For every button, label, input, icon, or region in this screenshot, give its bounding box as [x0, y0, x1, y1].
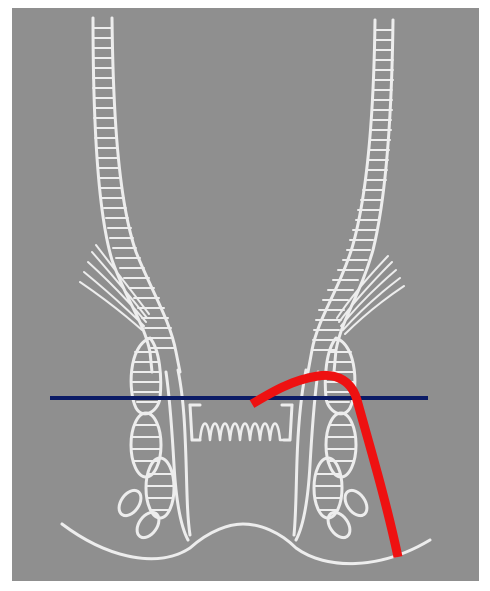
diagram-panel	[12, 8, 479, 581]
